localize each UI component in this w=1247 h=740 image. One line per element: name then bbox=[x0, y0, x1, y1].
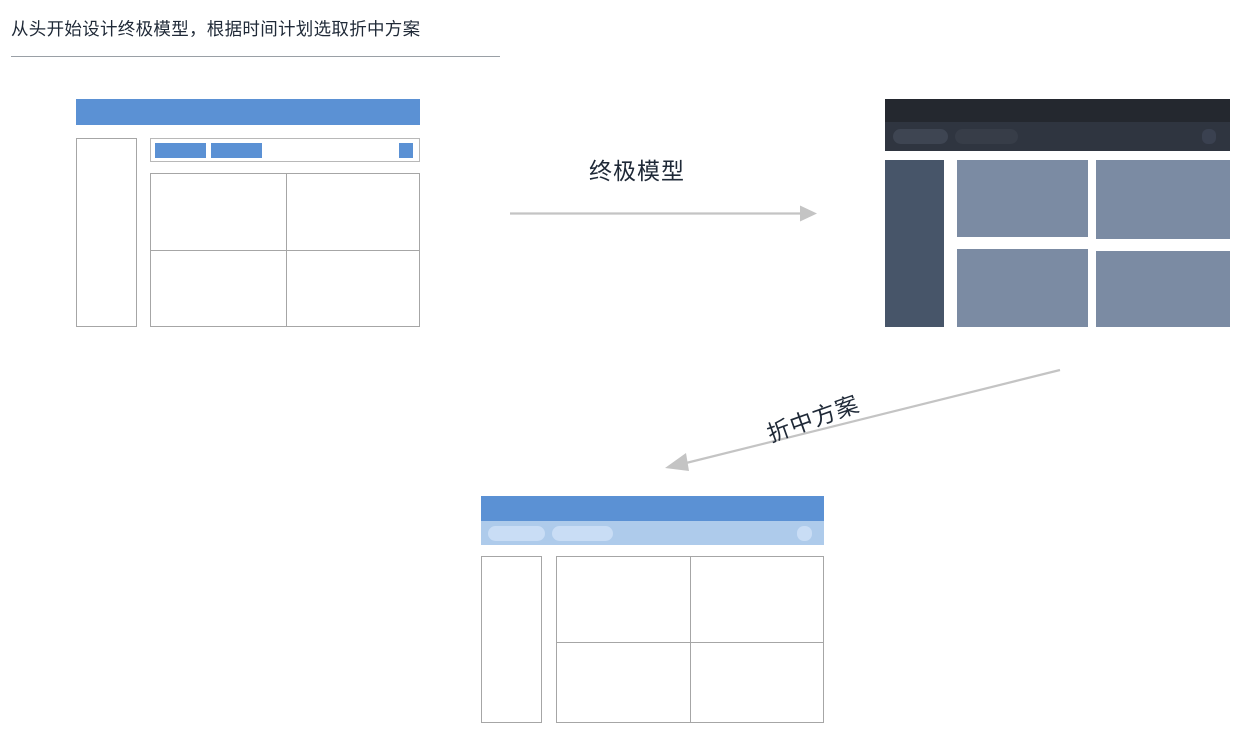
compromise-grid-horizontal-divider bbox=[557, 642, 823, 643]
final-content-card-4[interactable] bbox=[1096, 251, 1230, 327]
baseline-content-grid bbox=[150, 173, 420, 327]
compromise-grid-vertical-divider bbox=[690, 557, 691, 722]
baseline-toolbar-button-1[interactable] bbox=[155, 143, 206, 158]
final-toolbar-right-control[interactable] bbox=[1202, 129, 1216, 144]
compromise-toolbar-button-1[interactable] bbox=[488, 526, 545, 541]
compromise-toolbar bbox=[481, 521, 824, 545]
arrow-label-compromise: 折中方案 bbox=[763, 390, 863, 448]
title-divider bbox=[11, 56, 500, 57]
arrow-to-compromise bbox=[665, 368, 1061, 471]
baseline-header-bar bbox=[76, 99, 420, 125]
final-header-bar bbox=[885, 99, 1230, 122]
arrow-label-final-model: 终极模型 bbox=[589, 158, 685, 184]
compromise-content-grid bbox=[556, 556, 824, 723]
compromise-sidebar[interactable] bbox=[481, 556, 542, 723]
baseline-sidebar[interactable] bbox=[76, 138, 137, 327]
final-toolbar-button-2[interactable] bbox=[955, 129, 1018, 144]
final-sidebar[interactable] bbox=[885, 160, 944, 327]
compromise-toolbar-right-control[interactable] bbox=[797, 526, 812, 541]
final-content-card-1[interactable] bbox=[957, 160, 1088, 237]
baseline-toolbar-right-control[interactable] bbox=[399, 143, 413, 158]
arrow-to-final-model bbox=[510, 205, 817, 222]
baseline-grid-horizontal-divider bbox=[151, 250, 419, 251]
baseline-toolbar-button-2[interactable] bbox=[211, 143, 262, 158]
final-content-card-2[interactable] bbox=[1096, 160, 1230, 239]
final-toolbar-button-1[interactable] bbox=[893, 129, 948, 144]
final-toolbar bbox=[885, 122, 1230, 151]
page-title: 从头开始设计终极模型，根据时间计划选取折中方案 bbox=[11, 19, 421, 39]
compromise-toolbar-button-2[interactable] bbox=[552, 526, 613, 541]
baseline-toolbar bbox=[150, 138, 420, 162]
final-content-card-3[interactable] bbox=[957, 249, 1088, 327]
compromise-header-bar bbox=[481, 496, 824, 521]
